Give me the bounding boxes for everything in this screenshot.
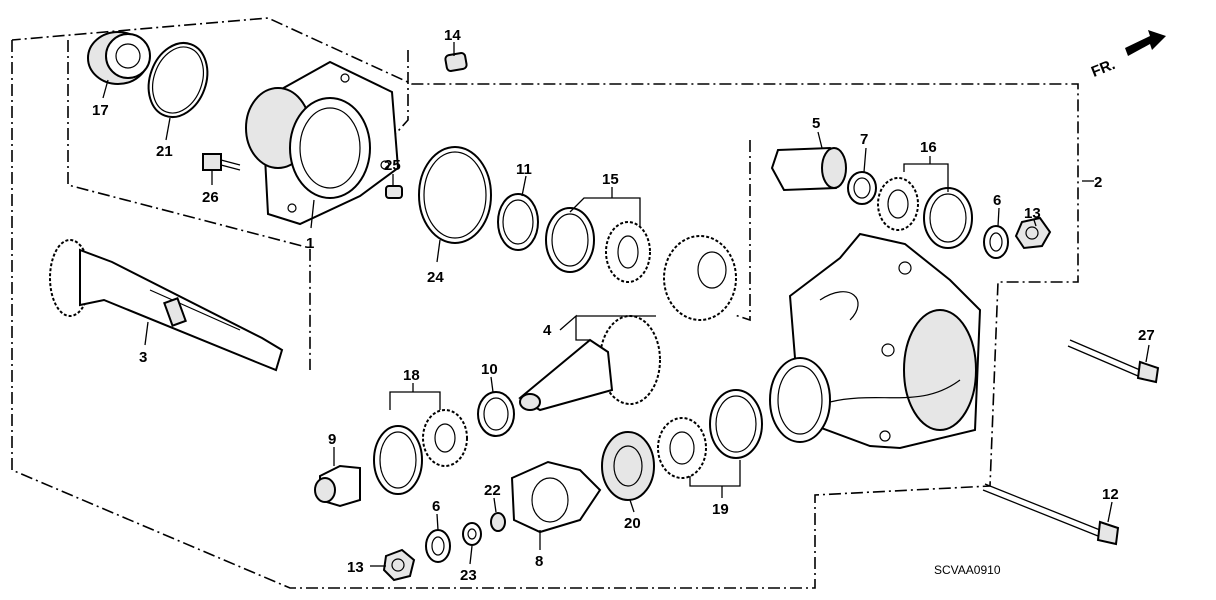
callout-26: 26 (202, 189, 219, 206)
callout-25: 25 (384, 157, 401, 174)
part-14-dowel-pin[interactable] (444, 52, 468, 72)
part-26-bolt[interactable] (202, 153, 241, 171)
callout-23: 23 (460, 567, 477, 584)
callout-8: 8 (535, 553, 543, 570)
part-5-sleeve[interactable] (770, 146, 847, 192)
part-11-shim[interactable] (497, 193, 539, 251)
part-2-case[interactable] (769, 232, 982, 450)
part-24-o-ring[interactable] (418, 146, 492, 244)
part-13-nut-upper[interactable] (1014, 216, 1052, 250)
callout-24: 24 (427, 269, 444, 286)
part-3-shaft[interactable] (49, 239, 284, 372)
part-23-washer[interactable] (462, 522, 482, 546)
callout-19: 19 (712, 501, 729, 518)
leader-lines (102, 42, 1150, 567)
part-17-bearing[interactable] (87, 31, 151, 85)
part-6-washer-upper[interactable] (983, 225, 1009, 259)
part-21-o-ring[interactable] (139, 35, 218, 126)
assembly-boundary (11, 17, 1079, 589)
part-20-bearing[interactable] (601, 431, 655, 501)
callout-3: 3 (139, 349, 147, 366)
callout-13-lower: 13 (347, 559, 364, 576)
callout-10: 10 (481, 361, 498, 378)
callout-17: 17 (92, 102, 109, 119)
part-7-washer[interactable] (847, 171, 877, 205)
callout-labels: 1 2 3 4 5 6 6 7 8 9 10 11 12 13 13 14 15… (92, 27, 1155, 584)
callout-20: 20 (624, 515, 641, 532)
callout-12: 12 (1102, 486, 1119, 503)
part-8-flange[interactable] (510, 460, 602, 534)
callout-15: 15 (602, 171, 619, 188)
callout-14: 14 (444, 27, 461, 44)
part-10-shim[interactable] (477, 391, 515, 437)
callout-1: 1 (306, 235, 314, 252)
part-6-washer-lower[interactable] (425, 529, 451, 563)
part-18-bearing-set[interactable] (373, 409, 468, 495)
callout-18: 18 (403, 367, 420, 384)
part-16-bearing[interactable] (877, 177, 973, 249)
part-27-bolt[interactable] (1067, 339, 1160, 384)
callout-11: 11 (516, 161, 532, 178)
part-9-seal[interactable] (314, 464, 361, 508)
callout-2: 2 (1094, 174, 1102, 191)
part-1-housing[interactable] (245, 60, 400, 226)
part-13-nut-lower[interactable] (382, 548, 416, 582)
front-direction-arrow: FR. (1089, 30, 1166, 81)
part-4-gear-set[interactable] (518, 235, 737, 412)
callout-4: 4 (543, 322, 552, 339)
callout-22: 22 (484, 482, 501, 499)
callout-13-upper: 13 (1024, 205, 1041, 222)
callout-7: 7 (860, 131, 868, 148)
callout-6-lower: 6 (432, 498, 440, 515)
callout-9: 9 (328, 431, 336, 448)
part-15-bearing-set[interactable] (545, 207, 651, 283)
front-arrow-label: FR. (1089, 56, 1118, 81)
part-19-bearing-set[interactable] (657, 389, 763, 479)
callout-21: 21 (156, 143, 173, 160)
part-22-washer[interactable] (490, 512, 506, 532)
callout-6-upper: 6 (993, 192, 1001, 209)
callout-16: 16 (920, 139, 937, 156)
part-12-bolt[interactable] (982, 483, 1120, 546)
callout-27: 27 (1138, 327, 1155, 344)
diagram-code: SCVAA0910 (934, 563, 1001, 577)
part-25-pin[interactable] (385, 185, 403, 199)
callout-5: 5 (812, 115, 820, 132)
